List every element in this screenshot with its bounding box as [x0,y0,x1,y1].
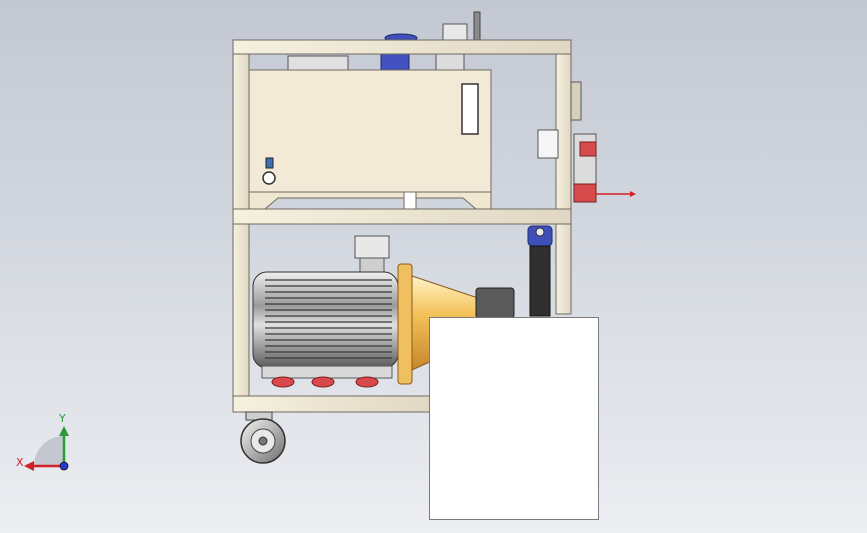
left-post [232,53,250,413]
caster-wheel[interactable] [240,411,286,464]
pump-coupling [475,287,515,319]
motor-flange [397,263,413,385]
tank-drain-plug [262,171,276,185]
top-lever [473,11,481,41]
motor-mount-3 [355,376,379,388]
motor-feet [261,365,393,379]
pump-cylinder [529,245,551,317]
top-valve [435,53,465,71]
pump-column[interactable] [527,225,553,317]
motor-mount-1 [271,376,295,388]
motor-mount-2 [311,376,335,388]
machine-frame[interactable] [232,39,572,413]
side-bracket [537,129,559,159]
xyz-triad-icon [24,426,69,471]
tank-base-bracket [248,191,492,210]
middle-rail [232,208,572,225]
right-accessories[interactable] [537,81,636,203]
side-red-block-top [579,141,597,157]
bottom-rail [232,395,434,413]
top-rail [232,39,572,55]
motor-terminal-box [354,235,390,259]
oil-tank[interactable] [248,69,492,210]
top-gauge-block [287,55,349,71]
tank-level-window [461,83,479,135]
tank-body [248,69,492,193]
blank-white-panel [429,317,599,520]
top-valve-block [442,23,468,41]
right-post [555,53,572,315]
tank-foot [403,191,417,210]
side-red-block [573,183,597,203]
side-port [570,81,582,121]
tank-drain-indicator [265,157,274,169]
axis-y-label: Y [59,412,66,425]
axis-x-label: X [16,456,24,469]
top-blue-filter [380,53,410,73]
